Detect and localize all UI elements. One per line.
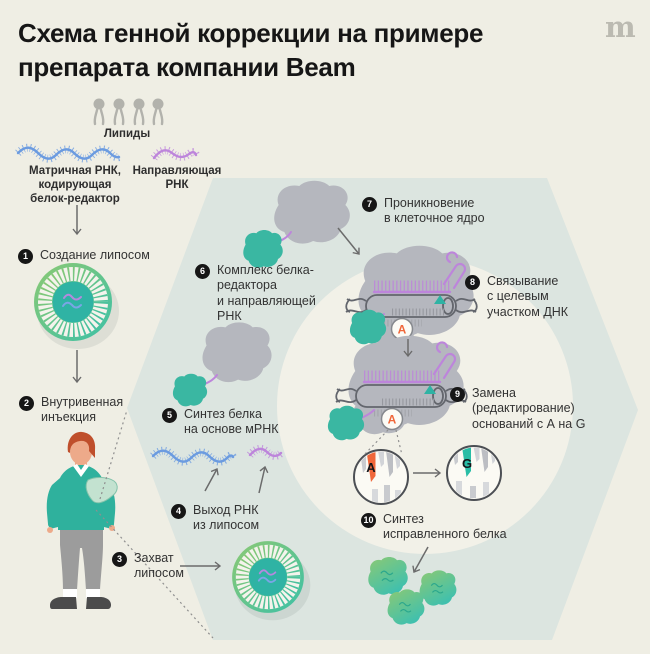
base-a-magnifier: A: [353, 449, 409, 505]
flow-arrows: [72, 205, 442, 573]
step-2-badge: 2: [19, 395, 34, 411]
meduza-logo: m: [605, 10, 636, 44]
lipids-label: Липиды: [103, 128, 151, 140]
lipid-icons: [93, 98, 164, 126]
step-3-badge: 3: [112, 551, 127, 567]
step-5-badge: 5: [162, 407, 177, 423]
mrna-strand-icon: [15, 143, 121, 163]
dna-binding-complex-step8: А: [345, 245, 478, 345]
dna-editing-complex-step9: А: [335, 335, 468, 435]
page-title: Схема генной коррекции на примере препар…: [18, 16, 598, 84]
guide-blob-step9: [327, 405, 365, 441]
guide-rna-strand-icon: [150, 146, 200, 161]
title-line-2: препарата компании Beam: [18, 52, 356, 82]
step-6-badge: 6: [195, 263, 210, 279]
dotted-connectors: [95, 409, 403, 639]
step-8-badge: 8: [465, 274, 480, 290]
editor-complex-free-bottom: [172, 322, 272, 407]
base-g-letter: G: [462, 456, 472, 471]
editor-complex-free-top: [243, 180, 350, 268]
step-1-badge: 1: [18, 248, 33, 264]
guide-rna-label: Направляющая РНК: [132, 165, 222, 192]
step-7-badge: 7: [362, 196, 377, 212]
base-g-magnifier: G: [446, 445, 502, 501]
step-9-badge: 9: [450, 386, 465, 402]
title-line-1: Схема генной коррекции на примере: [18, 18, 484, 48]
step-9-label: 9 Замена(редактирование)оснований с А на…: [450, 386, 585, 432]
liposome-1: [34, 263, 119, 349]
step-1-label: 1 Создание липосом: [18, 248, 150, 264]
liposome-2: [232, 541, 311, 621]
base-a-letter: A: [366, 460, 376, 475]
circled-base-a: А: [398, 323, 407, 337]
corrected-proteins: [368, 557, 457, 625]
mrna-strand-cell: [150, 446, 237, 466]
step-10-badge: 10: [361, 512, 376, 528]
person-figure: [46, 431, 118, 609]
circled-base-a: А: [388, 413, 397, 427]
step-4-badge: 4: [171, 503, 186, 519]
guide-rna-strand-cell: [246, 444, 284, 460]
mrna-label: Матричная РНК, кодирующая белок-редактор: [29, 165, 121, 206]
